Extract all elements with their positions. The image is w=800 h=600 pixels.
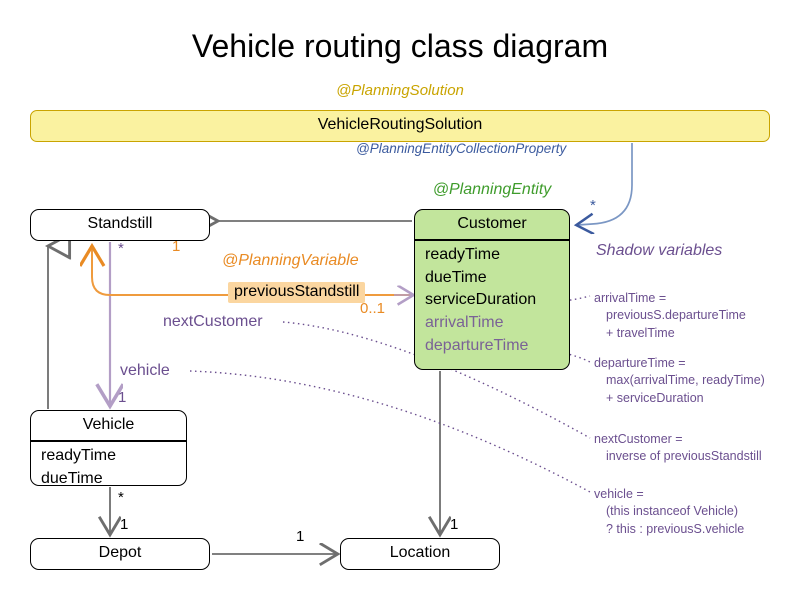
class-name-vehicle: Vehicle [82, 416, 135, 433]
attribute-dueTime: dueTime [41, 469, 103, 486]
annotation-planning-entity-collection-property: @PlanningEntityCollectionProperty [356, 141, 567, 156]
shadow-note-line2: previousS.departureTime [606, 308, 746, 323]
label-previous-standstill-zero-one: 0..1 [360, 300, 386, 317]
class-name-vehicle-routing-solution: VehicleRoutingSolution [317, 116, 483, 133]
class-attributes-vehicle: readyTime dueTime [31, 442, 186, 486]
class-separator [31, 440, 186, 442]
label-vehicle-one: 1 [118, 389, 127, 406]
label-previous-standstill-one: 1 [172, 238, 181, 255]
class-box-vehicle[interactable]: Vehicle readyTime dueTime [30, 410, 187, 486]
class-name-location: Location [389, 544, 451, 561]
class-name-depot: Depot [98, 544, 142, 561]
shadow-note-line3: + travelTime [606, 325, 675, 340]
annotation-planning-variable: @PlanningVariable [222, 252, 359, 269]
shadow-note-line3: + serviceDuration [606, 390, 704, 405]
shadow-note-line2: (this instanceof Vehicle) [606, 504, 739, 519]
label-standstill-star: * [118, 240, 124, 257]
label-solution-customer-multiplicity: * [590, 197, 596, 214]
shadow-note-line2: max(arrivalTime, readyTime) [606, 373, 765, 388]
attribute-readyTime: readyTime [41, 446, 116, 464]
shadow-note-vehicle: vehicle = (this instanceof Vehicle) ? th… [594, 486, 744, 538]
label-vehicle-role: vehicle [120, 362, 170, 379]
shadow-note-line1: vehicle = [594, 487, 644, 501]
label-customer-location-one: 1 [450, 516, 459, 533]
label-next-customer: nextCustomer [163, 313, 263, 330]
annotation-planning-solution: @PlanningSolution [336, 82, 464, 99]
leader-vehicle [189, 370, 591, 493]
shadow-note-line1: arrivalTime = [594, 291, 667, 305]
label-depot-location-one: 1 [296, 528, 305, 545]
attribute-departureTime: departureTime [425, 336, 529, 354]
annotation-planning-entity: @PlanningEntity [432, 181, 552, 198]
shadow-note-next-customer: nextCustomer = inverse of previousStands… [594, 431, 762, 466]
attribute-dueTime: dueTime [425, 268, 487, 286]
attribute-serviceDuration: serviceDuration [425, 291, 537, 309]
attribute-readyTime: readyTime [425, 245, 500, 263]
page-title: Vehicle routing class diagram [191, 28, 609, 64]
class-box-depot[interactable]: Depot [30, 538, 210, 570]
edge-solution-to-customer [578, 143, 633, 225]
edge-previous-standstill [92, 248, 412, 296]
shadow-note-arrival-time: arrivalTime = previousS.departureTime + … [594, 290, 746, 342]
shadow-note-line3: ? this : previousS.vehicle [606, 521, 745, 536]
attribute-arrivalTime: arrivalTime [425, 314, 504, 332]
class-separator [415, 239, 569, 241]
class-box-customer[interactable]: Customer readyTime dueTime serviceDurati… [414, 209, 570, 370]
class-box-location[interactable]: Location [340, 538, 500, 570]
shadow-note-line1: nextCustomer = [594, 432, 683, 446]
shadow-note-departure-time: departureTime = max(arrivalTime, readyTi… [594, 355, 765, 407]
class-box-standstill[interactable]: Standstill [30, 209, 210, 241]
shadow-variables-heading: Shadow variables [596, 242, 723, 259]
label-vehicle-depot-star: * [118, 489, 124, 506]
class-name-customer: Customer [457, 215, 527, 232]
shadow-note-line2: inverse of previousStandstill [606, 449, 762, 464]
planning-variable-chip-previous-standstill[interactable]: previousStandstill [228, 282, 366, 303]
shadow-note-line1: departureTime = [594, 356, 686, 370]
class-attributes-customer: readyTime dueTime serviceDuration arriva… [415, 241, 569, 363]
class-name-standstill: Standstill [87, 215, 153, 232]
label-depot-one: 1 [120, 516, 129, 533]
leader-nextcustomer [282, 321, 591, 439]
class-box-vehicle-routing-solution[interactable]: VehicleRoutingSolution [30, 110, 770, 142]
